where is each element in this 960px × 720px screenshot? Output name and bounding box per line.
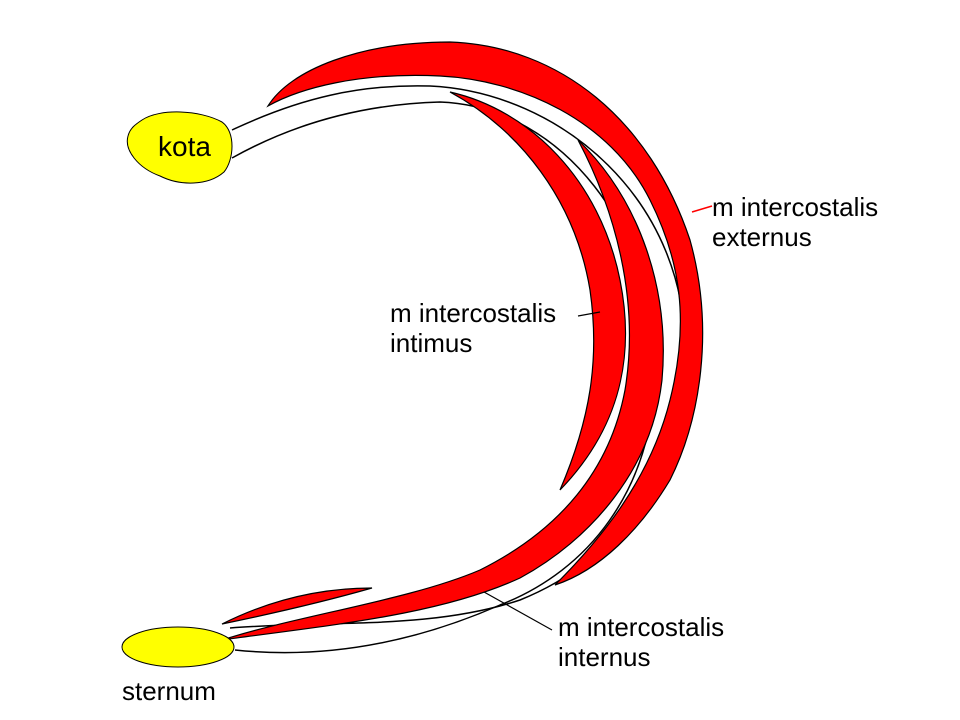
kota-shape bbox=[126, 111, 233, 184]
leader-line-intimus bbox=[577, 311, 601, 317]
leader-line-externus bbox=[691, 205, 713, 213]
internus-label-line2: internus bbox=[558, 642, 651, 672]
externus-label: m intercostalis externus bbox=[712, 192, 878, 252]
intimus-label-line1: m intercostalis bbox=[390, 298, 557, 328]
sternum-label: sternum bbox=[122, 676, 216, 706]
externus-label-line1: m intercostalis bbox=[712, 192, 879, 222]
kota-label: kota bbox=[158, 131, 211, 162]
sternum-shape bbox=[121, 626, 235, 668]
muscle-lower-segment bbox=[221, 587, 373, 625]
intimus-label-line2: intimus bbox=[390, 328, 473, 358]
externus-label-line2: externus bbox=[712, 222, 812, 252]
leader-line-internus bbox=[483, 591, 553, 631]
muscle-intercostalis-externus bbox=[266, 41, 704, 586]
muscle-intercostalis-intimus bbox=[449, 91, 627, 491]
intimus-label: m intercostalis intimus bbox=[390, 298, 556, 358]
internus-label: m intercostalis internus bbox=[558, 612, 724, 672]
internus-label-line1: m intercostalis bbox=[558, 612, 725, 642]
